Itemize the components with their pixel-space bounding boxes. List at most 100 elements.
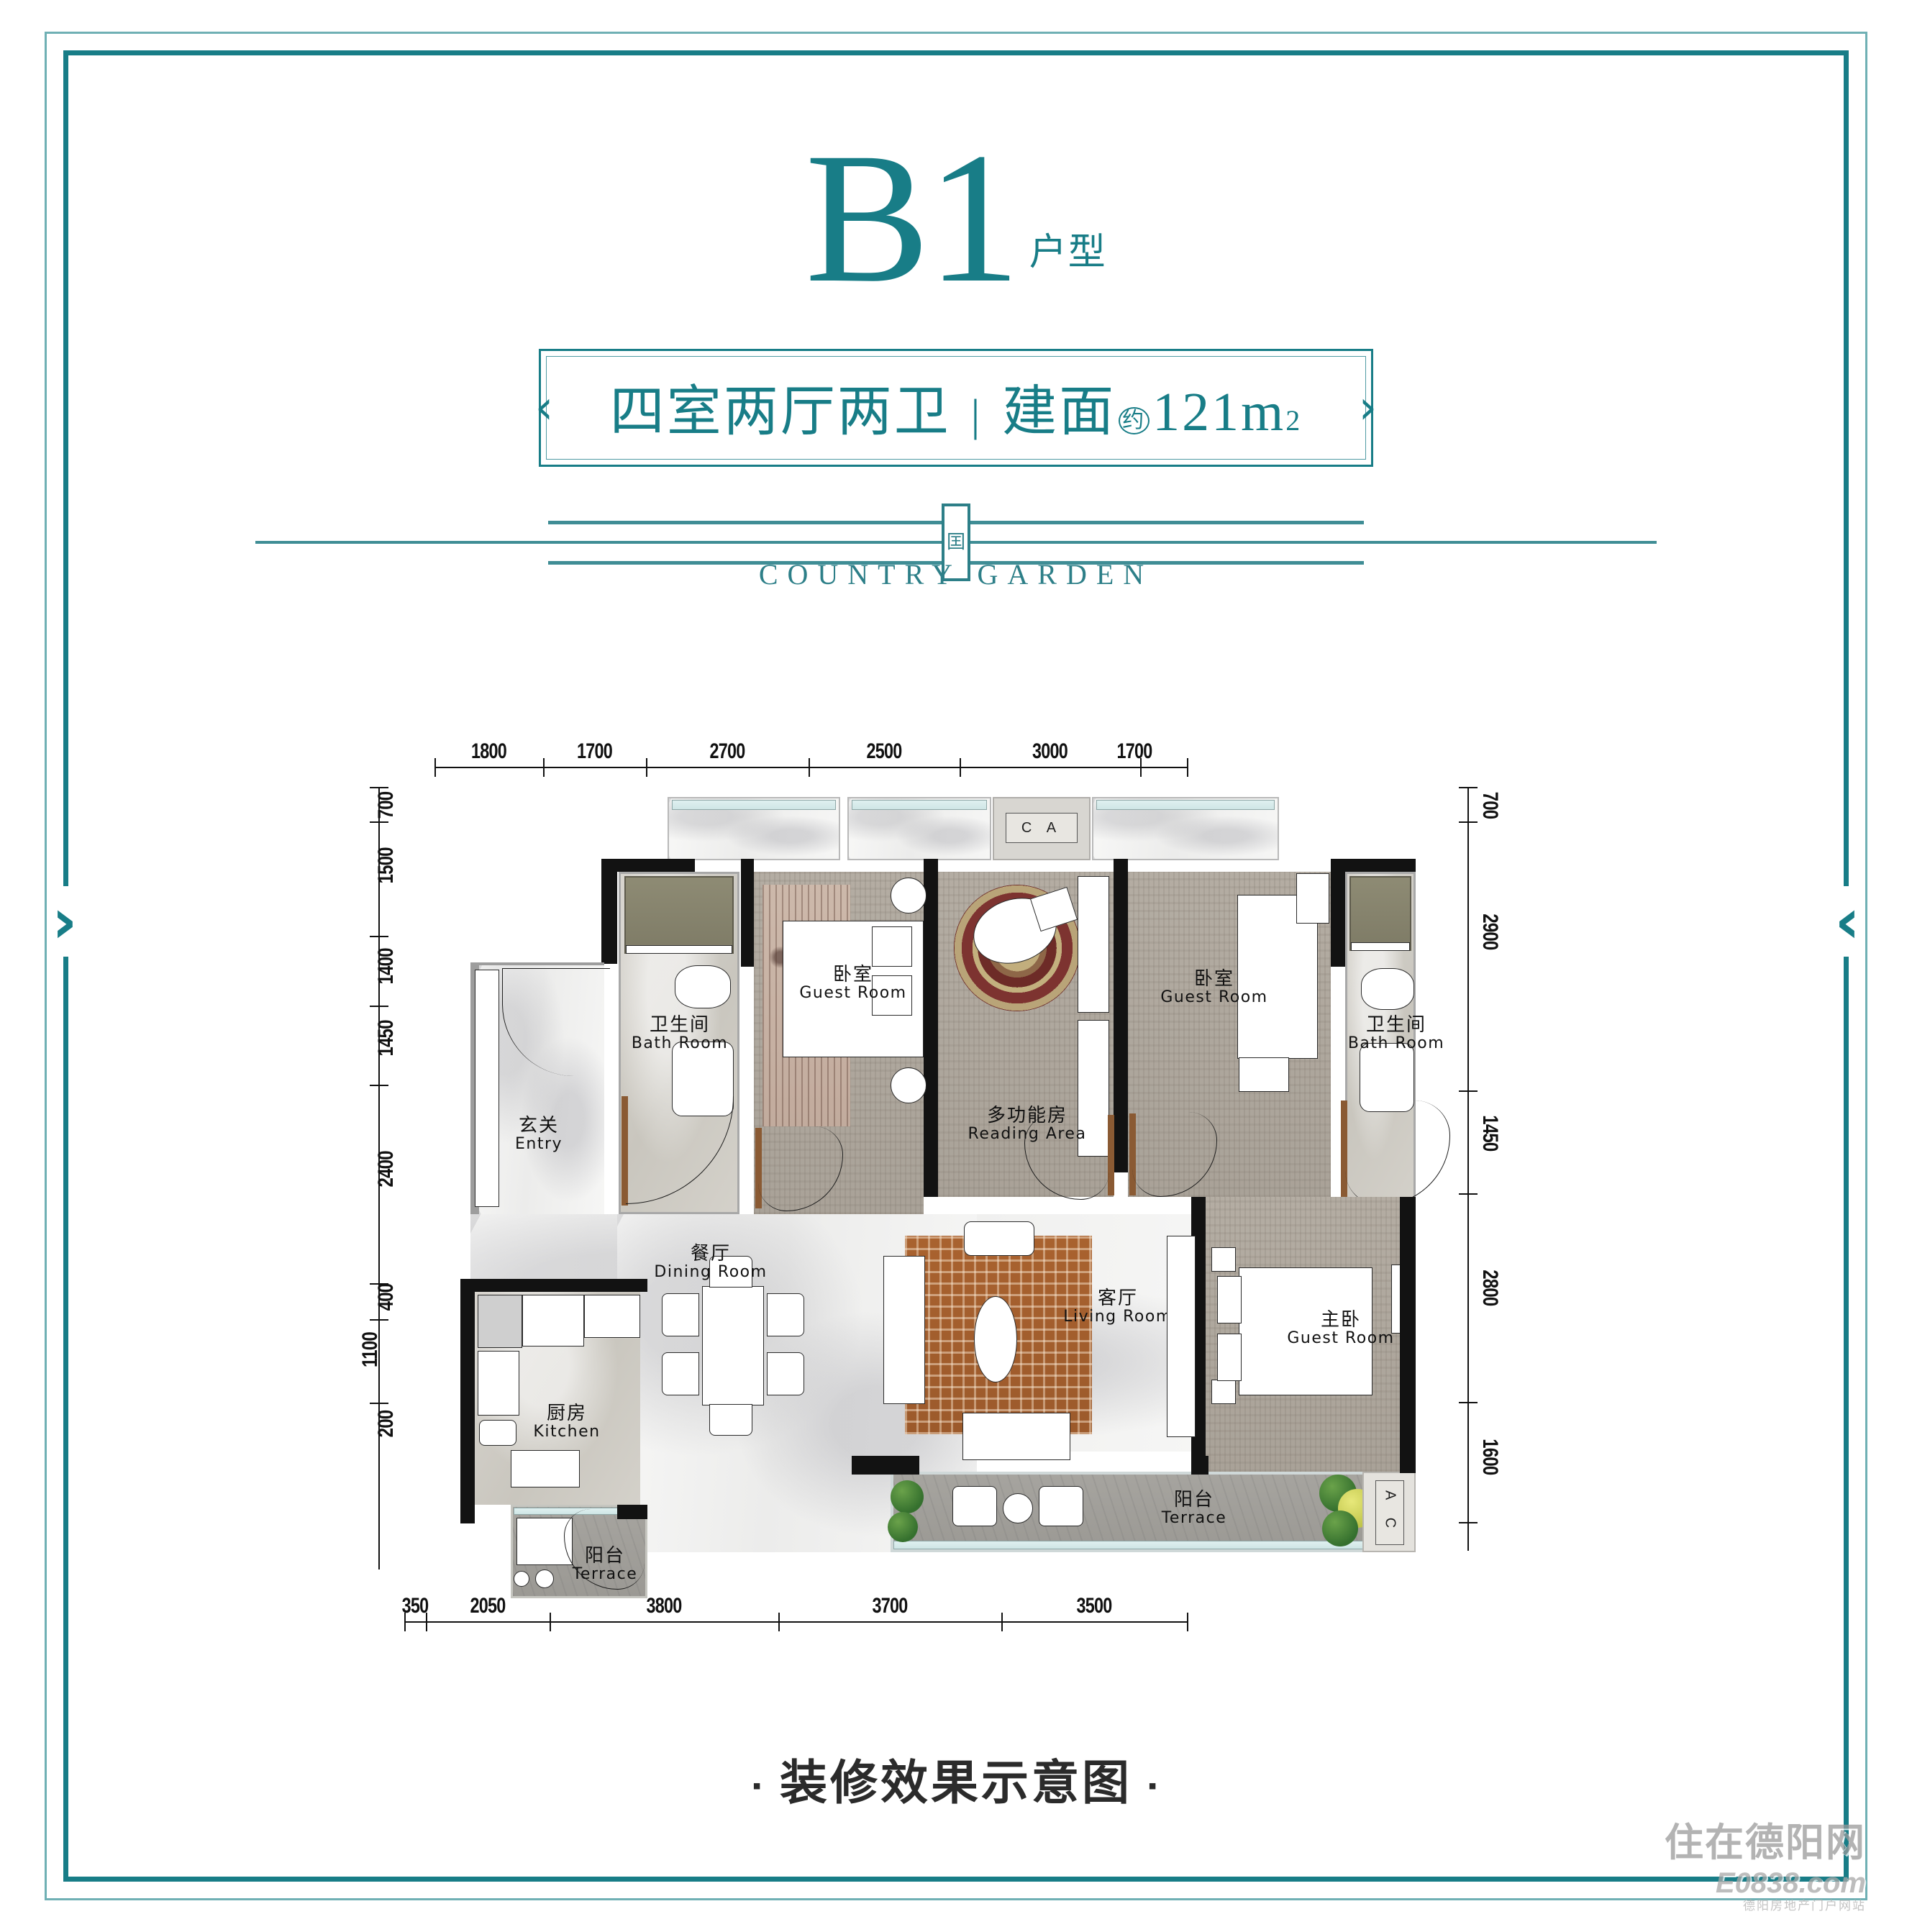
dim-bot-3: 3700 <box>872 1594 909 1618</box>
spec-badge: ‹ › 四室两厅两卫 | 建面 约 121m 2 <box>535 349 1377 467</box>
dim-left-2: 1400 <box>374 948 398 985</box>
wall-outer <box>1331 859 1414 872</box>
brand-name: COUNTRY GARDEN <box>758 558 1154 591</box>
terrace-chair-1 <box>952 1486 997 1526</box>
dim-left-6: 1100 <box>358 1332 382 1367</box>
plant-terrace-5 <box>1322 1510 1358 1546</box>
washer-terrace-left <box>516 1518 573 1565</box>
window-top-mid <box>852 800 987 810</box>
pillow-master-1 <box>1217 1276 1242 1323</box>
plant-terrace-2 <box>888 1512 918 1542</box>
sink-kitchen <box>511 1450 580 1487</box>
wardrobe-reading-top <box>1078 876 1109 1013</box>
cooktop-hood <box>522 1295 584 1347</box>
plant-terrace-1 <box>891 1480 924 1513</box>
dining-chair-top <box>709 1256 752 1288</box>
dining-chair-left-2 <box>662 1352 699 1395</box>
header: B1 户型 ‹ › 四室两厅两卫 | 建面 约 121m 2 <box>0 114 1912 467</box>
bath-right-door-swing <box>1345 1101 1450 1206</box>
dim-left-5: 400 <box>374 1283 398 1311</box>
dim-left-0: 700 <box>374 791 398 819</box>
dining-chair-right-1 <box>767 1293 804 1336</box>
decorative-frame-inner <box>63 50 1849 1882</box>
toilet-left <box>675 965 731 1008</box>
brand-divider: 囯 <box>0 503 1912 583</box>
pillow-right <box>1239 1057 1289 1092</box>
bath-left-door-leaf <box>622 1096 628 1206</box>
dim-right-4: 1600 <box>1478 1439 1502 1475</box>
dim-right-1: 2900 <box>1478 913 1502 950</box>
toilet-right <box>1361 968 1414 1010</box>
counter-kitchen-top <box>584 1295 640 1338</box>
dim-top-1: 1700 <box>577 739 613 763</box>
dim-top-0: 1800 <box>471 739 507 763</box>
wall-outer <box>1114 859 1128 1172</box>
wall-outer <box>617 1505 647 1519</box>
nightstand-left-top <box>891 878 927 913</box>
wall-outer <box>460 1279 475 1523</box>
sofa-bottom <box>962 1413 1070 1460</box>
caption: ▪装修效果示意图▪ <box>0 1744 1912 1813</box>
coffee-table <box>974 1296 1017 1382</box>
floor-plan: 1800 1700 2700 2500 3000 1700 350 2050 3… <box>345 712 1583 1669</box>
watermark-site-name: 住在德阳网 <box>1665 1821 1866 1864</box>
badge-notch-right-icon: › <box>1358 381 1378 434</box>
window-top-right <box>1096 800 1275 810</box>
dim-left-3: 1450 <box>374 1020 398 1057</box>
dim-right-3: 2800 <box>1478 1270 1502 1306</box>
shower-tray-left <box>624 876 734 954</box>
dimension-chain-right: 700 2900 1450 2800 1600 <box>1459 787 1518 1551</box>
watermark-tagline: 德阳房地产门户网站 <box>1743 1899 1866 1913</box>
dim-top-4: 3000 <box>1032 739 1068 763</box>
wall-outer <box>924 859 938 1197</box>
sofa-left <box>883 1256 925 1404</box>
wall-outer <box>1331 859 1347 967</box>
stove-kitchen <box>478 1351 519 1416</box>
tv-console <box>964 1221 1034 1256</box>
terrace-side-table <box>1003 1493 1033 1523</box>
wall-outer <box>460 1279 647 1292</box>
wall-outer <box>852 1456 919 1475</box>
shower-screen-right <box>1351 942 1410 951</box>
unit-title: B1 户型 <box>0 114 1912 322</box>
wardrobe-bedroom-right <box>1296 873 1329 924</box>
wall-outer <box>601 859 695 872</box>
watermark: 住在德阳网 E0838.com 德阳房地产门户网站 <box>1665 1810 1866 1913</box>
dim-top-2: 2700 <box>709 739 746 763</box>
badge-approx-mark: 约 <box>1119 407 1150 434</box>
brand-emblem-icon: 囯 <box>942 503 970 581</box>
caption-dot-right: ▪ <box>1148 1772 1160 1800</box>
ac-marker-right: A C <box>1375 1480 1404 1545</box>
unit-code: B1 <box>805 114 1020 322</box>
dimension-chain-left: 700 1500 1400 1450 2400 400 1100 200 <box>329 787 398 1569</box>
appliance-kitchen <box>479 1420 516 1446</box>
shower-screen-left <box>626 945 732 954</box>
chevron-right-icon: › <box>52 885 78 957</box>
nightstand-master-bottom <box>1211 1380 1236 1404</box>
decorative-frame-outer <box>45 32 1867 1900</box>
pillow-master-2 <box>1217 1334 1242 1381</box>
floor-plan-drawing: C A 玄关 Entry 卫生间 Bath Room <box>430 790 1466 1598</box>
wall-outer <box>741 859 754 967</box>
nightstand-left-bottom <box>891 1067 927 1103</box>
badge-area-value: 121m <box>1152 382 1286 442</box>
wall-outer <box>601 859 617 964</box>
window-top-left <box>672 800 836 810</box>
watermark-domain: E0838.com <box>1715 1867 1866 1899</box>
pillow-left-1 <box>872 926 912 967</box>
dim-bot-2: 3800 <box>646 1594 683 1618</box>
caption-dot-left: ▪ <box>752 1772 764 1800</box>
badge-room-count: 四室两厅两卫 <box>609 382 951 442</box>
wall-outer <box>1191 1456 1208 1475</box>
dim-bot-1: 2050 <box>470 1594 506 1618</box>
dim-top-3: 2500 <box>866 739 903 763</box>
dining-chair-right-2 <box>767 1352 804 1395</box>
badge-notch-left-icon: ‹ <box>534 381 554 434</box>
counter-kitchen-corner <box>478 1295 522 1348</box>
nightstand-master-top <box>1211 1247 1236 1272</box>
bed-master <box>1239 1267 1372 1395</box>
dim-top-5: 1700 <box>1116 739 1153 763</box>
dim-right-0: 700 <box>1478 791 1502 819</box>
dining-chair-bottom <box>709 1404 752 1436</box>
dimension-chain-bottom: 350 2050 3800 3700 3500 <box>402 1572 1188 1631</box>
